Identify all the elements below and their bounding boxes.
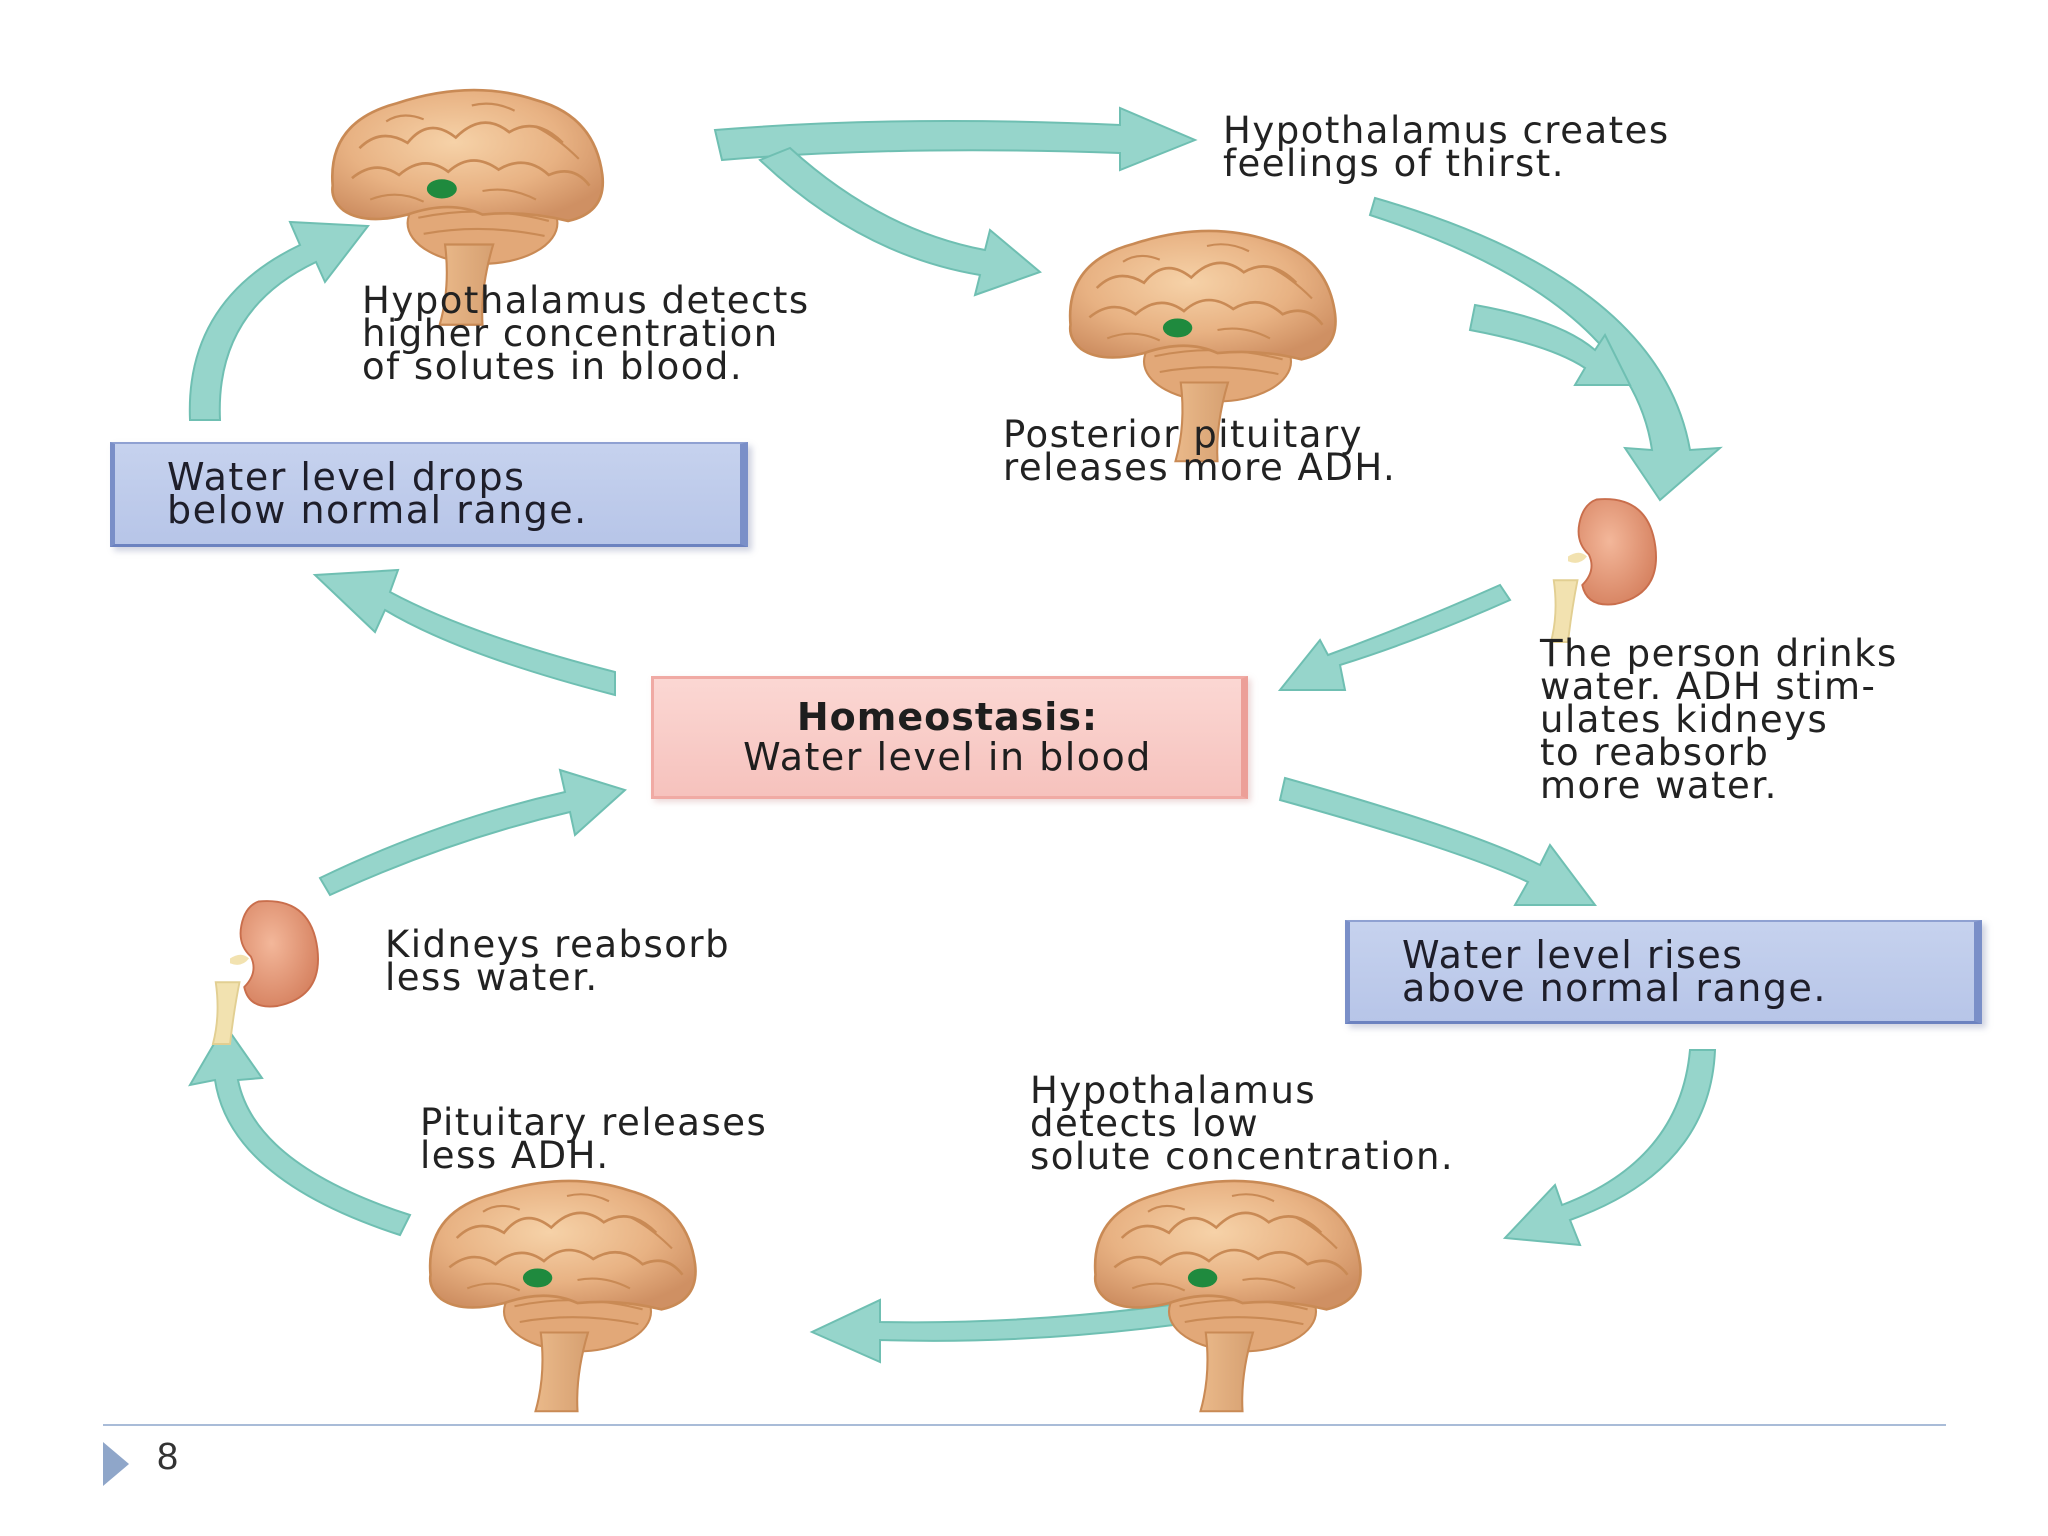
arrow-rises-to-bottom-brain (1502, 1049, 1717, 1247)
arrow-homeostasis-to-rises (1278, 776, 1597, 906)
label-hypothalamus-thirst: Hypothalamus creates feelings of thirst. (1223, 109, 1670, 185)
arrow-top-to-thirst (713, 106, 1198, 172)
water-rises-box: Water level rises above normal range. (1345, 920, 1982, 1024)
brain-icon (1093, 1179, 1362, 1413)
arrow-drops-to-top-brain (188, 220, 370, 421)
label-posterior-pituitary: Posterior pituitary releases more ADH. (1003, 413, 1397, 489)
homeostasis-title: Homeostasis: (796, 694, 1099, 739)
arrow-pituitary-to-kidney (1468, 303, 1632, 386)
footer-divider (103, 1424, 1946, 1426)
water-drops-box: Water level drops below normal range. (110, 442, 748, 547)
kidney-icon (211, 900, 319, 1045)
arrow-kidney-to-homeostasis-left (318, 768, 627, 897)
water-drops-text: Water level drops below normal range. (167, 455, 588, 532)
kidney-icon (1549, 498, 1657, 643)
label-hypothalamus-detects-high: Hypothalamus detects higher concentratio… (362, 279, 810, 388)
brain-icon (428, 1179, 697, 1413)
label-hypothalamus-detects-low: Hypothalamus detects low solute concentr… (1030, 1069, 1455, 1178)
arrow-top-to-pituitary (758, 146, 1042, 297)
label-person-drinks: The person drinks water. ADH stim- ulate… (1540, 632, 1898, 807)
homeostasis-box: Homeostasis: Water level in blood (651, 676, 1248, 799)
arrow-kidney-to-homeostasis (1277, 583, 1512, 691)
label-pituitary-less-adh: Pituitary releases less ADH. (420, 1101, 768, 1177)
homeostasis-subtitle: Water level in blood (743, 734, 1152, 779)
arrow-left-brain-to-kidney (188, 1023, 412, 1237)
water-rises-text: Water level rises above normal range. (1402, 932, 1827, 1010)
arrow-thirst-to-kidney (1368, 196, 1723, 502)
arrows (188, 106, 1723, 1364)
page-number: 8 (157, 1436, 179, 1478)
arrow-bottom-brain-to-left-brain (809, 1298, 1212, 1364)
arrow-homeostasis-to-drops (312, 568, 616, 697)
label-kidneys-reabsorb-less: Kidneys reabsorb less water. (385, 923, 731, 999)
footer-bullet-icon (103, 1442, 129, 1486)
